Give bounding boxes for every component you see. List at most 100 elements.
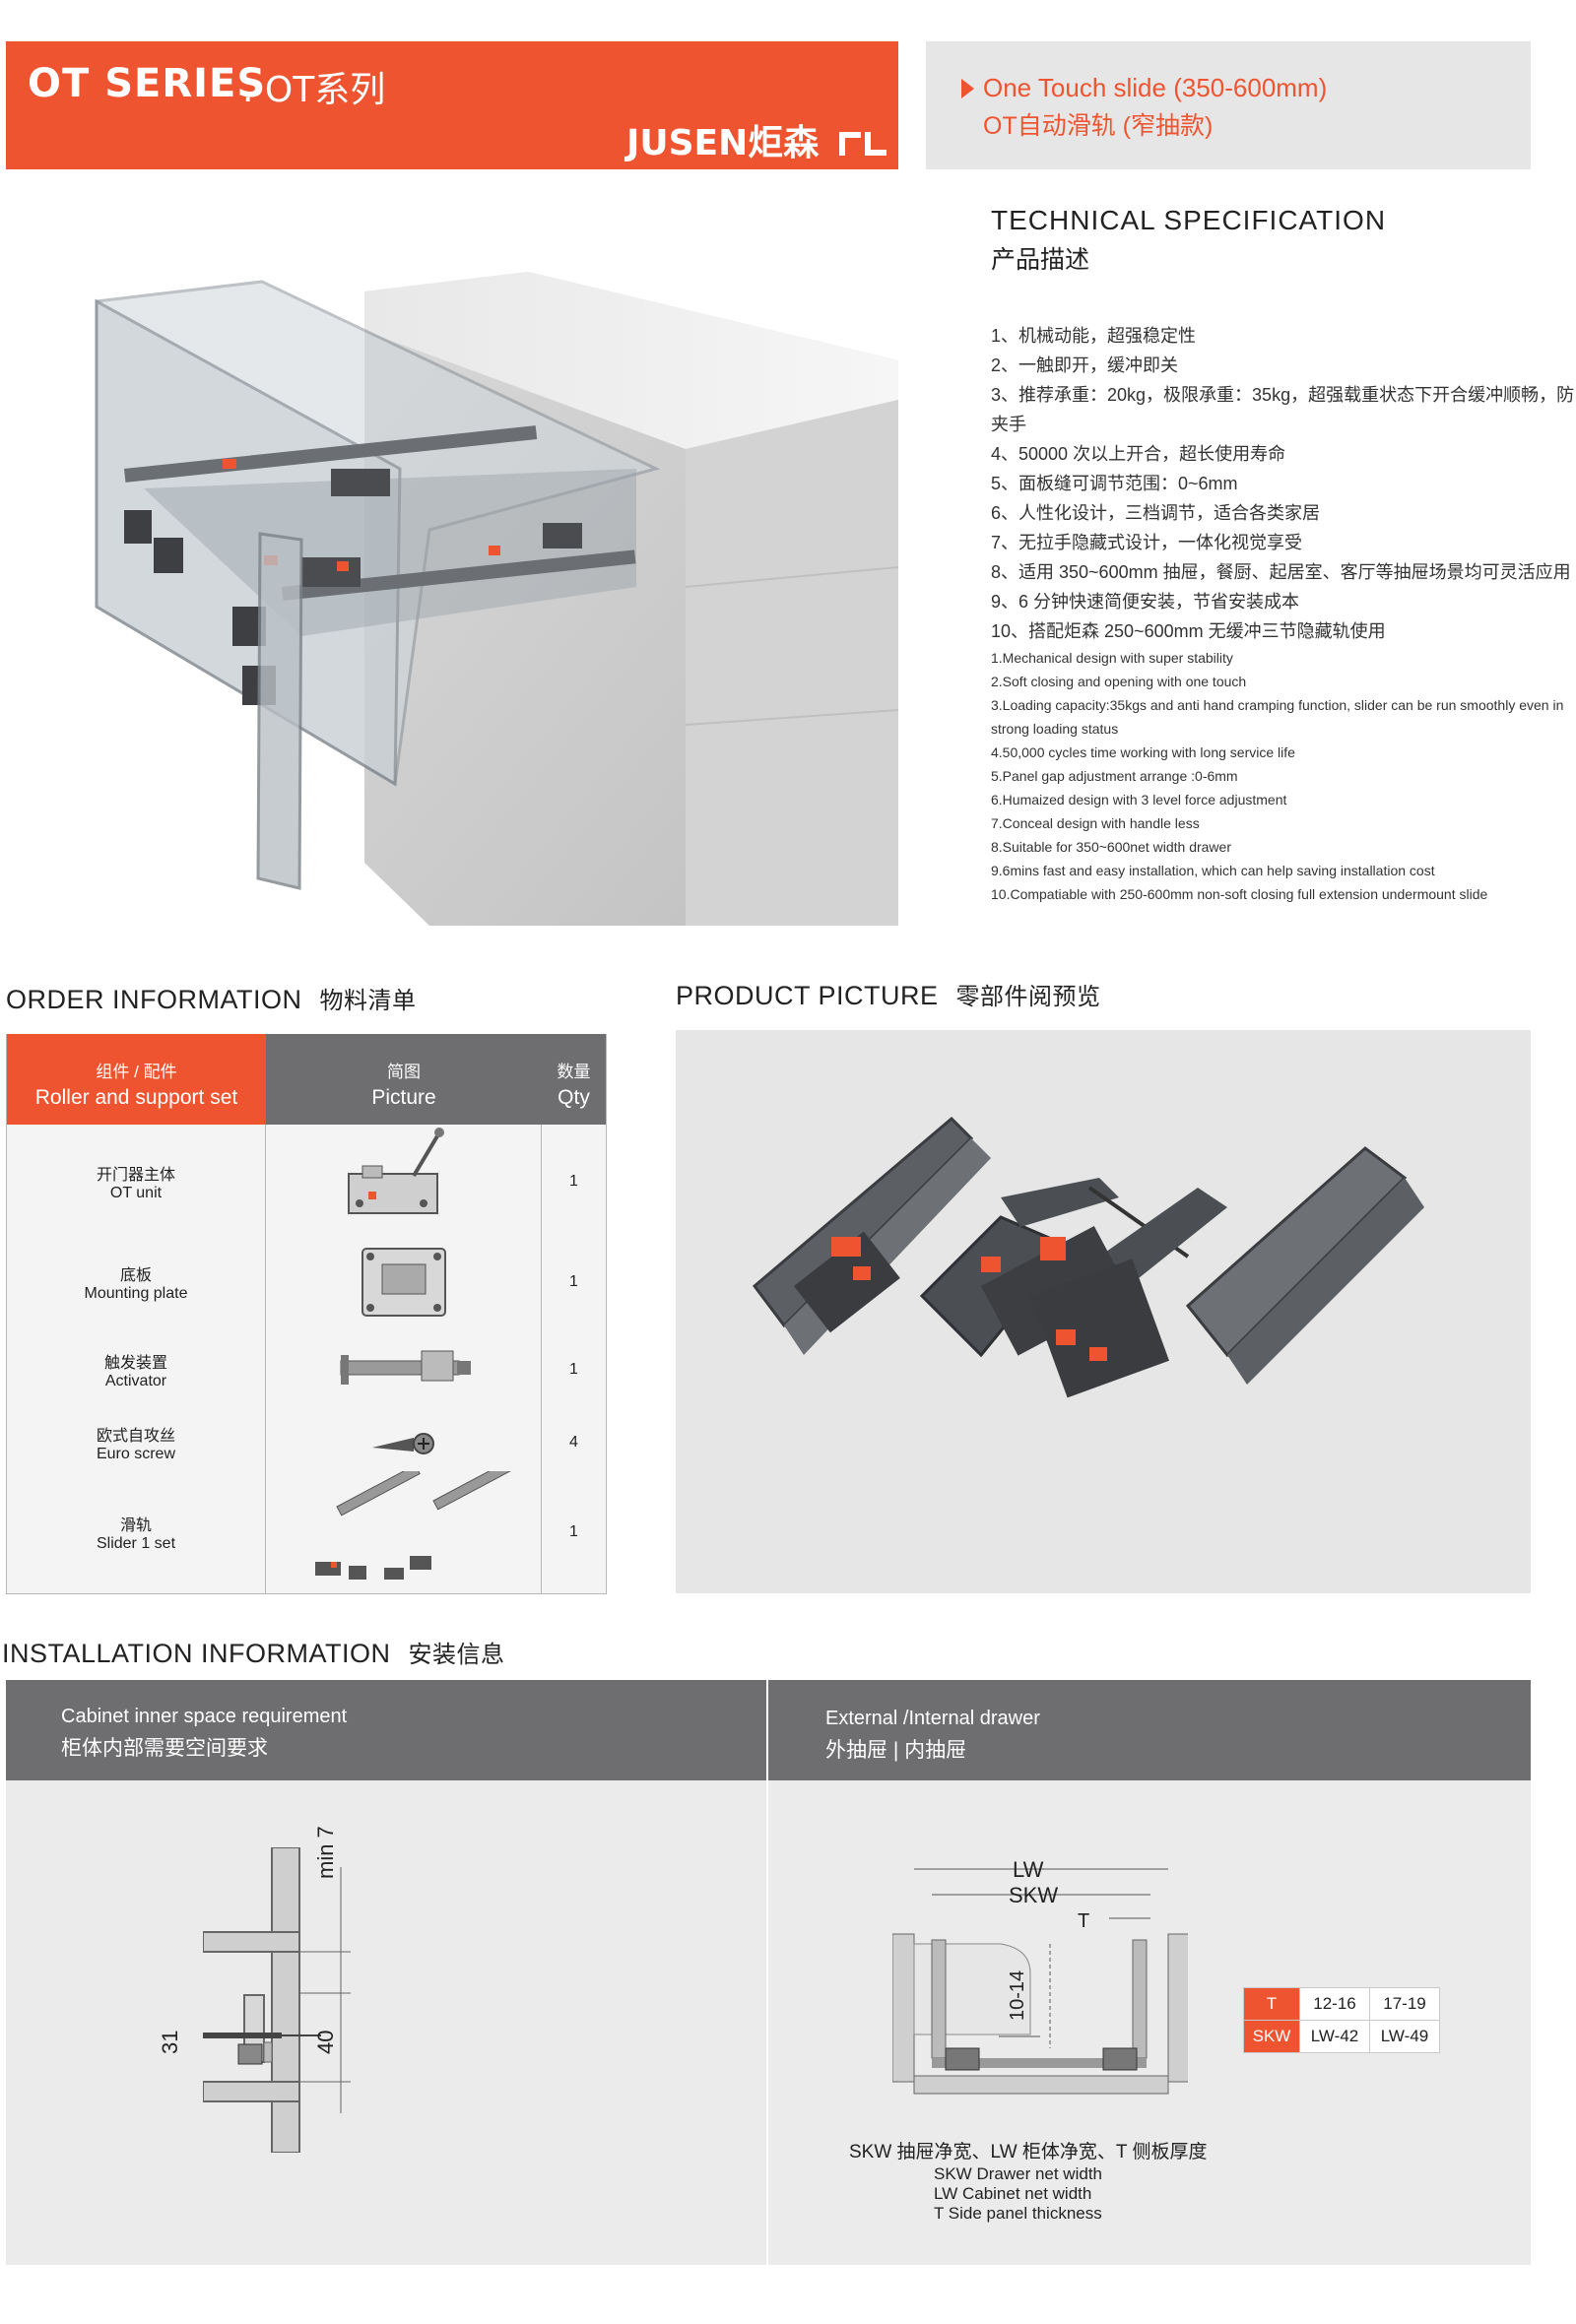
install-header-left: Cabinet inner space requirement 柜体内部需要空间… — [6, 1680, 766, 1780]
subtitle-en: One Touch slide (350-600mm) — [983, 73, 1328, 102]
spec-item-cn: 9、6 分钟快速简便安装，节省安装成本 — [991, 592, 1300, 612]
legend-row-t: T 12-16 17-19 — [1243, 1987, 1440, 2021]
dim-min-7: min 7 — [313, 1826, 338, 1879]
spec-item-cn: 7、无拉手隐藏式设计，一体化视觉享受 — [991, 533, 1303, 552]
spec-list-cn: 1、机械动能，超强稳定性 2、一触即开，缓冲即关 3、推荐承重：20kg，极限承… — [991, 321, 1576, 646]
brand-mark-icon — [838, 132, 886, 156]
mounting-plate-image — [266, 1239, 542, 1325]
ot-unit-image — [266, 1125, 542, 1239]
euro-screw-image — [266, 1414, 542, 1471]
part-qty: 1 — [569, 1273, 578, 1290]
order-table: 组件 / 配件 Roller and support set 简图 Pictur… — [6, 1034, 607, 1594]
part-name-en: OT unit — [109, 1185, 163, 1201]
cabinet-space-diagram — [164, 1846, 548, 2158]
brand-logo: JUSEN炬森 — [626, 114, 888, 165]
spec-title-cn: 产品描述 — [991, 246, 1090, 274]
part-name-cn: 触发装置 — [103, 1355, 167, 1372]
spec-item-cn: 3、推荐承重：20kg，极限承重：35kg，超强载重状态下开合缓冲顺畅，防夹手 — [991, 385, 1575, 434]
caption-line: LW Cabinet net width — [934, 2184, 1092, 2203]
header-label-cn: 简图 — [387, 1063, 421, 1081]
install-caption-en: SKW Drawer net width LW Cabinet net widt… — [934, 2164, 1102, 2224]
spec-item-en: 8.Suitable for 350~600net width drawer — [991, 839, 1231, 855]
dim-t: T — [1078, 1910, 1090, 1932]
install-left-cn: 柜体内部需要空间要求 — [61, 1737, 268, 1760]
spec-item-en: 3.Loading capacity:35kgs and anti hand c… — [991, 697, 1564, 737]
dim-lw: LW — [1013, 1857, 1044, 1882]
header-label-en: Picture — [371, 1086, 436, 1109]
brand-name: JUSEN炬森 — [626, 123, 820, 163]
install-divider — [766, 1680, 768, 2265]
install-panel: Cabinet inner space requirement 柜体内部需要空间… — [6, 1680, 1531, 2265]
legend-cell: LW-49 — [1369, 2020, 1440, 2053]
triangle-bullet-icon — [961, 79, 974, 98]
legend-cell: T — [1243, 1987, 1300, 2021]
legend-cell: 17-19 — [1369, 1987, 1440, 2021]
product-title: PRODUCT PICTURE — [676, 981, 939, 1010]
part-qty: 4 — [569, 1434, 578, 1451]
series-title-cn: . OT系列 — [242, 70, 386, 110]
series-title: OT SERIES — [28, 61, 267, 106]
caption-line: SKW Drawer net width — [934, 2164, 1102, 2183]
part-qty: 1 — [569, 1523, 578, 1540]
spec-item-en: 7.Conceal design with handle less — [991, 815, 1200, 831]
dim-skw: SKW — [1009, 1883, 1059, 1907]
spec-item-en: 1.Mechanical design with super stability — [991, 650, 1233, 666]
product-title-cn: 零部件阅预览 — [955, 984, 1101, 1010]
install-left-en: Cabinet inner space requirement — [61, 1706, 348, 1727]
dim-31: 31 — [158, 2030, 182, 2054]
spec-item-cn: 2、一触即开，缓冲即关 — [991, 355, 1179, 375]
install-title: INSTALLATION INFORMATION — [2, 1639, 391, 1668]
slider-set-image — [266, 1458, 542, 1593]
order-header-component: 组件 / 配件 Roller and support set — [7, 1034, 266, 1125]
header-label-en: Roller and support set — [34, 1086, 238, 1109]
spec-item-en: 5.Panel gap adjustment arrange :0-6mm — [991, 768, 1238, 784]
header-label-cn: 组件 / 配件 — [96, 1063, 177, 1081]
part-name-en: Euro screw — [96, 1446, 176, 1462]
part-qty: 1 — [569, 1361, 578, 1378]
part-name-en: Mounting plate — [84, 1285, 188, 1302]
install-section-title: INSTALLATION INFORMATION 安装信息 — [2, 1635, 505, 1669]
drawer-width-diagram — [891, 1855, 1191, 2116]
product-section-title: PRODUCT PICTURE 零部件阅预览 — [676, 977, 1101, 1011]
order-title-cn: 物料清单 — [319, 988, 417, 1014]
part-qty: 1 — [569, 1173, 578, 1190]
spec-item-en: 4.50,000 cycles time working with long s… — [991, 744, 1295, 760]
spec-list-en: 1.Mechanical design with super stability… — [991, 646, 1572, 906]
spec-title: TECHNICAL SPECIFICATION — [991, 205, 1387, 235]
spec-item-en: 2.Soft closing and opening with one touc… — [991, 674, 1247, 689]
spec-item-en: 10.Compatiable with 250-600mm non-soft c… — [991, 886, 1488, 902]
dim-40: 40 — [313, 2030, 338, 2054]
order-header-picture: 简图 Picture — [266, 1034, 542, 1125]
hero-drawer-image — [6, 173, 899, 926]
dim-10-14: 10-14 — [1007, 1969, 1028, 2021]
install-caption-cn: SKW 抽屉净宽、LW 柜体净宽、T 侧板厚度 — [849, 2142, 1208, 2163]
order-header-qty: 数量 Qty — [542, 1034, 606, 1125]
caption-line: T Side panel thickness — [934, 2204, 1102, 2223]
header-label-en: Qty — [558, 1086, 590, 1109]
spec-item-en: 6.Humaized design with 3 level force adj… — [991, 792, 1287, 807]
install-right-en: External /Internal drawer — [825, 1708, 1040, 1729]
spec-item-cn: 1、机械动能，超强稳定性 — [991, 326, 1197, 346]
part-name-en: Slider 1 set — [96, 1535, 176, 1552]
spec-item-cn: 6、人性化设计，三档调节，适合各类家居 — [991, 503, 1321, 523]
install-right-cn: 外抽屉 | 内抽屉 — [825, 1739, 967, 1762]
series-banner: OT SERIES . OT系列 JUSEN炬森 — [6, 41, 898, 169]
install-title-cn: 安装信息 — [408, 1642, 505, 1668]
install-header-right: External /Internal drawer 外抽屉 | 内抽屉 — [768, 1680, 1531, 1780]
part-name-cn: 欧式自攻丝 — [96, 1428, 175, 1445]
header-label-cn: 数量 — [557, 1063, 591, 1081]
spec-item-cn: 5、面板缝可调节范围：0~6mm — [991, 474, 1238, 493]
dimension-legend-table: T 12-16 17-19 SKW LW-42 LW-49 — [1243, 1987, 1440, 2053]
legend-cell: 12-16 — [1299, 1987, 1370, 2021]
product-subtitle-panel: One Touch slide (350-600mm) OT自动滑轨 (窄抽款) — [926, 41, 1531, 169]
part-name-en: Activator — [104, 1373, 167, 1389]
legend-row-skw: SKW LW-42 LW-49 — [1243, 2020, 1440, 2053]
product-parts-image — [676, 1030, 1531, 1593]
part-name-cn: 底板 — [119, 1267, 152, 1284]
